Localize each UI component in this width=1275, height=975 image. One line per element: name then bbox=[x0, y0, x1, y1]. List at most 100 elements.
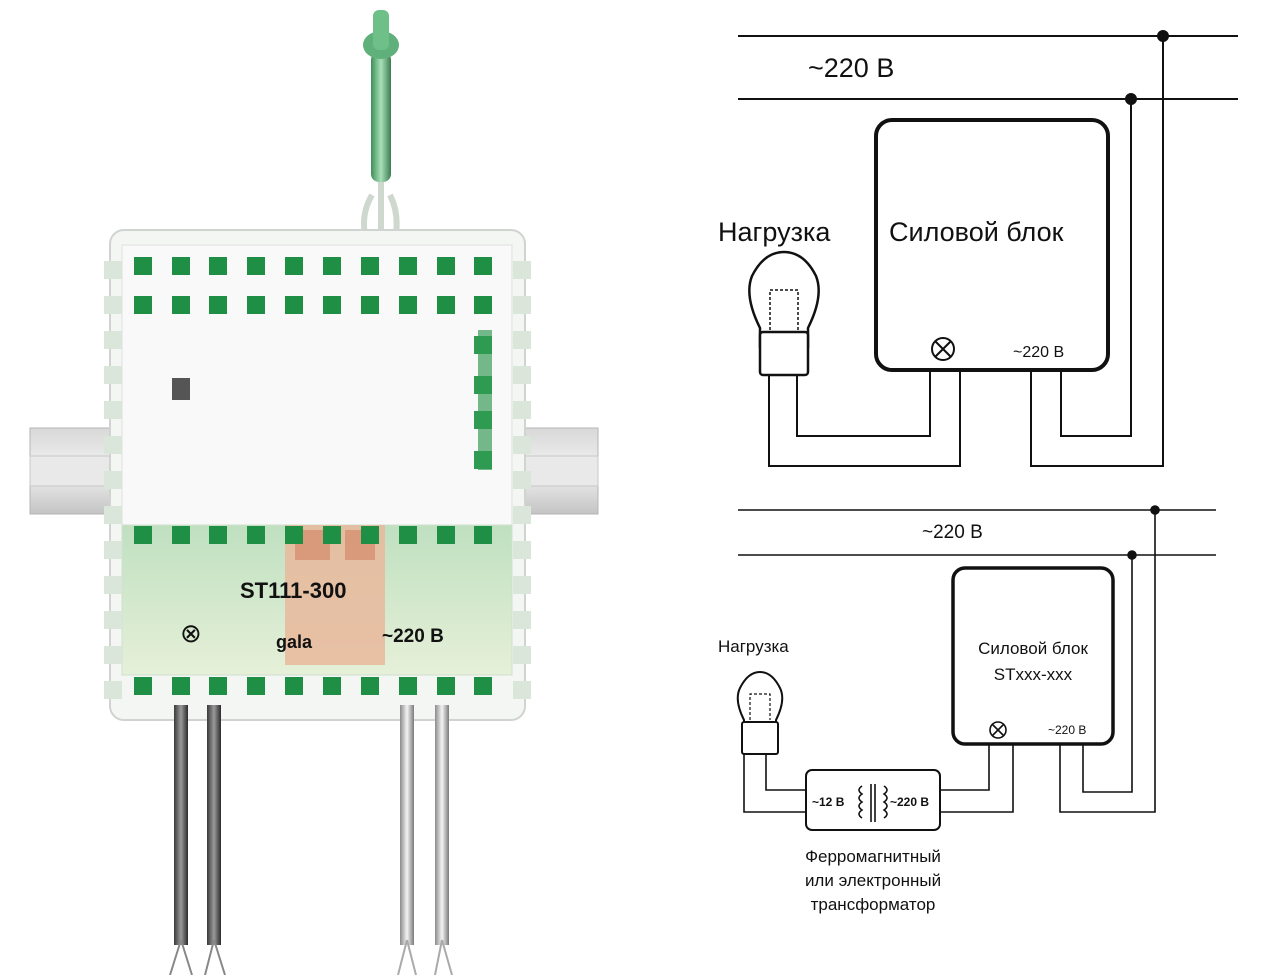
pcb-pad bbox=[399, 526, 417, 544]
mains-terminal-top: ~220 В bbox=[1013, 344, 1064, 361]
pcb-pad bbox=[104, 506, 122, 524]
pcb-pad bbox=[474, 677, 492, 695]
pcb-pad bbox=[209, 677, 227, 695]
pcb-pad bbox=[474, 376, 492, 394]
pcb-pad bbox=[323, 677, 341, 695]
device-brand-logo: gala bbox=[276, 632, 313, 652]
pcb-pad bbox=[172, 526, 190, 544]
pcb-pad bbox=[247, 677, 265, 695]
transformer-high-label: ~220 В bbox=[890, 795, 929, 809]
power-block-title-top: Силовой блок bbox=[889, 217, 1064, 247]
pcb-pad bbox=[104, 646, 122, 664]
pcb-pad bbox=[361, 677, 379, 695]
pcb-pad bbox=[134, 677, 152, 695]
wire-load-1 bbox=[796, 370, 931, 437]
wiring-diagram-top bbox=[738, 30, 1238, 467]
transformer-low-label: ~12 В bbox=[812, 795, 845, 809]
pcb-pad bbox=[172, 257, 190, 275]
pcb-pad bbox=[513, 646, 531, 664]
antenna bbox=[361, 10, 400, 241]
pcb-pad bbox=[361, 526, 379, 544]
pcb-pad bbox=[323, 257, 341, 275]
pcb-pad bbox=[209, 526, 227, 544]
wire-block-transformer-2 bbox=[940, 744, 1014, 813]
pcb-pad bbox=[513, 681, 531, 699]
pcb-pad bbox=[474, 526, 492, 544]
mains-label-top: ~220 В bbox=[808, 53, 894, 83]
device-mains-label: ~220 В bbox=[382, 626, 444, 647]
pcb-pad bbox=[513, 296, 531, 314]
wire-mains-1 bbox=[1082, 555, 1133, 793]
pcb-pad bbox=[437, 296, 455, 314]
pcb-pad bbox=[104, 471, 122, 489]
pcb-pad bbox=[474, 257, 492, 275]
pcb-pad bbox=[104, 681, 122, 699]
lamp-icon bbox=[748, 250, 820, 377]
wire-transformer-lamp-1 bbox=[765, 754, 806, 791]
pcb-pad bbox=[104, 366, 122, 384]
pcb-pad bbox=[104, 611, 122, 629]
pcb-pad bbox=[323, 526, 341, 544]
pcb-pad bbox=[104, 331, 122, 349]
pcb-pad bbox=[361, 257, 379, 275]
pcb-pad bbox=[134, 296, 152, 314]
mains-terminal-bottom: ~220 В bbox=[1048, 723, 1086, 737]
transformer-coil-icon bbox=[858, 784, 888, 822]
pcb-pad bbox=[104, 261, 122, 279]
pcb-pad bbox=[209, 257, 227, 275]
pcb-pad bbox=[437, 677, 455, 695]
lamp-icon bbox=[736, 670, 784, 755]
pcb-pad bbox=[209, 296, 227, 314]
pcb-pad bbox=[247, 526, 265, 544]
device-model-label: ST111-300 bbox=[240, 578, 346, 603]
pcb-pad bbox=[474, 411, 492, 429]
pcb-pad bbox=[513, 506, 531, 524]
pcb-pad bbox=[285, 257, 303, 275]
transformer-caption-line-1: Ферромагнитный bbox=[805, 847, 941, 866]
load-label-top: Нагрузка bbox=[718, 217, 831, 247]
pcb-pad bbox=[513, 261, 531, 279]
pcb-pad bbox=[285, 677, 303, 695]
pcb-pad bbox=[513, 401, 531, 419]
pcb-pad bbox=[437, 257, 455, 275]
mains-label-bottom: ~220 В bbox=[922, 522, 983, 543]
pcb-pad bbox=[134, 526, 152, 544]
pcb-pad bbox=[437, 526, 455, 544]
pcb-pad bbox=[247, 296, 265, 314]
pcb-pad bbox=[134, 257, 152, 275]
transformer-caption-line-3: трансформатор bbox=[811, 895, 936, 914]
pcb-pad bbox=[285, 296, 303, 314]
pcb-pad bbox=[104, 436, 122, 454]
wire-mains-2 bbox=[1030, 36, 1164, 467]
power-block-title-bottom: Силовой блок bbox=[978, 639, 1088, 658]
pcb-pad bbox=[172, 296, 190, 314]
pcb-pad bbox=[513, 576, 531, 594]
pcb-pad bbox=[247, 257, 265, 275]
pcb-pad bbox=[513, 611, 531, 629]
pcb-pad bbox=[513, 436, 531, 454]
device-illustration: ST111-300 gala ⊗ ~220 В bbox=[29, 10, 599, 975]
pcb-pad bbox=[172, 677, 190, 695]
wire-mains-2 bbox=[1059, 510, 1156, 813]
load-label-bottom: Нагрузка bbox=[718, 637, 789, 656]
pcb-pad bbox=[513, 366, 531, 384]
pcb-pad bbox=[285, 526, 303, 544]
pcb-pad bbox=[513, 471, 531, 489]
pcb-pad bbox=[399, 257, 417, 275]
wire-transformer-lamp-2 bbox=[743, 754, 806, 813]
wiring-diagram-bottom bbox=[736, 505, 1216, 831]
power-block-model-bottom: STxxx-xxx bbox=[994, 665, 1073, 684]
power-block-top bbox=[874, 118, 1110, 372]
pcb-pad bbox=[399, 296, 417, 314]
device-lamp-symbol: ⊗ bbox=[180, 618, 202, 648]
pcb-pad bbox=[323, 296, 341, 314]
pcb-pad bbox=[513, 331, 531, 349]
pcb-pad bbox=[104, 541, 122, 559]
transformer-box bbox=[805, 769, 941, 831]
device-wires bbox=[169, 705, 453, 975]
transformer-caption-line-2: или электронный bbox=[805, 871, 941, 890]
pcb-pad bbox=[474, 296, 492, 314]
wire-mains-1 bbox=[1060, 99, 1132, 437]
lamp-terminal-symbol bbox=[989, 721, 1007, 739]
wire-block-transformer-1 bbox=[940, 744, 990, 791]
